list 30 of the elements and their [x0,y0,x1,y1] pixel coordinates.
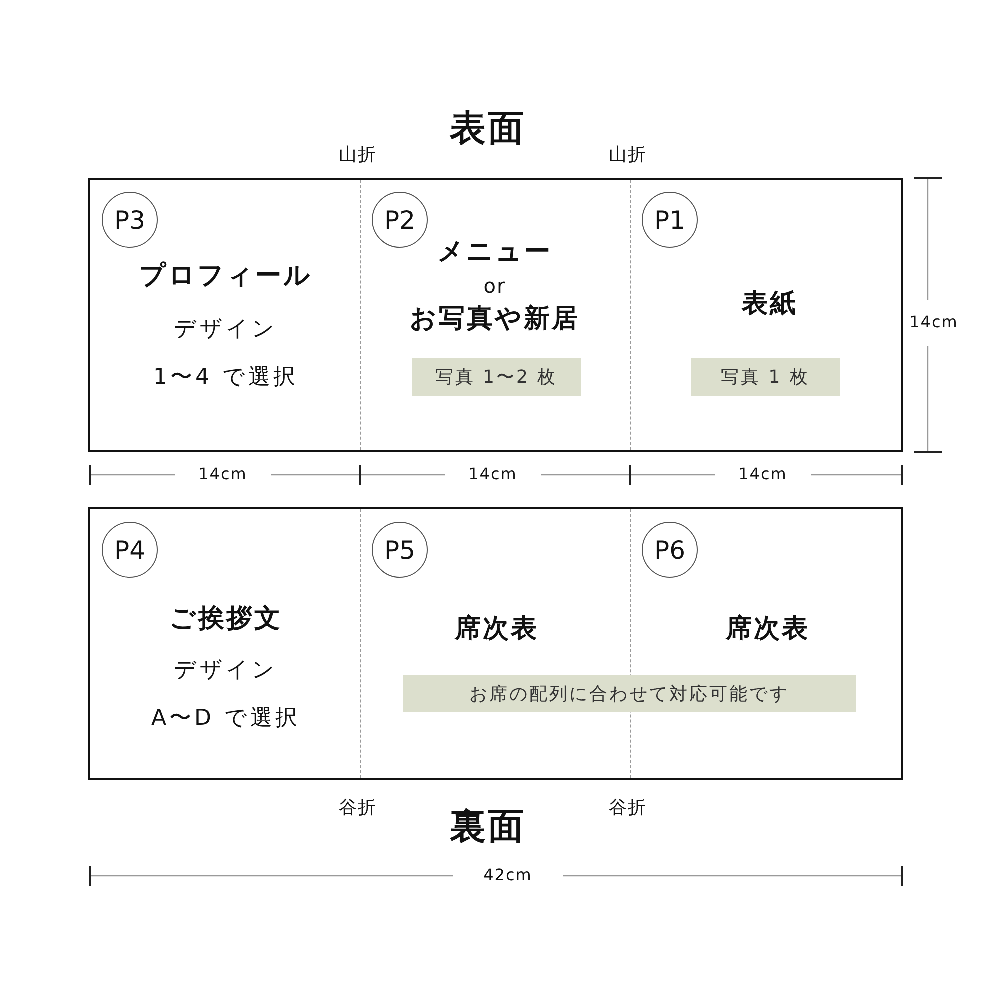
page-number: P4 [102,522,158,578]
panel-heading: 表紙 [742,288,798,322]
panel-heading: プロフィール [140,260,312,294]
page-number: P6 [642,522,698,578]
note-tag: お席の配列に合わせて対応可能です [403,675,856,712]
panel-heading: メニュー [438,236,552,270]
page-number: P3 [102,192,158,248]
fold-label: 谷折 [609,796,647,820]
panel-text: デザイン 1〜4 で選択 [152,316,300,392]
panel-heading: ご挨拶文 [170,603,282,636]
panel-text: デザイン A〜D で選択 [150,657,302,733]
fold-label: 山折 [339,143,377,167]
dimension-label: 14cm [468,464,518,486]
dimension-label: 14cm [198,464,248,486]
photo-count-tag: 写真 1 枚 [691,358,840,396]
dimension-label: 14cm [910,312,958,334]
page-number: P1 [642,192,698,248]
page-number: P2 [372,192,428,248]
photo-count-tag: 写真 1〜2 枚 [412,358,581,396]
panel-heading: 席次表 [726,613,810,646]
dimension-label: 14cm [738,464,788,486]
fold-label: 山折 [609,143,647,167]
panel-heading: お写真や新居 [410,303,580,336]
page-number: P5 [372,522,428,578]
fold-label: 谷折 [339,796,377,820]
dimension-label: 42cm [484,866,532,886]
sheet-heading: 表面 [450,108,526,152]
panel-heading: 席次表 [455,613,539,646]
sheet-heading: 裏面 [450,806,526,850]
panel-text: or [484,273,506,299]
